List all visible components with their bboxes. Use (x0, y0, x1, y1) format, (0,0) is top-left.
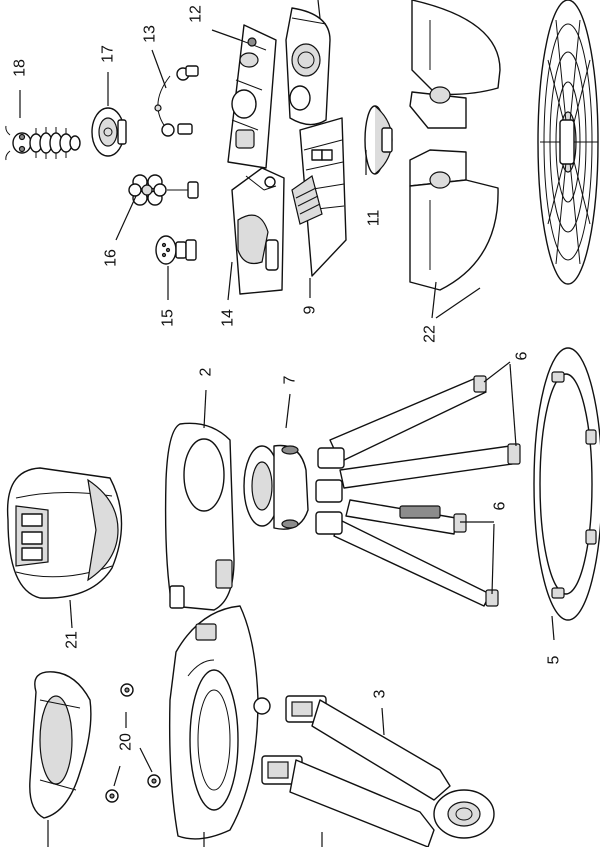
part-tray-shell (168, 605, 271, 840)
callout-7: 7 (282, 375, 299, 384)
callout-18: 18 (12, 59, 29, 77)
part-caterpillar-toy (5, 125, 81, 161)
part-spinner (91, 107, 127, 157)
callout-3: 3 (372, 689, 389, 698)
callout-20: 20 (118, 733, 135, 751)
part-keyboard-tray (291, 117, 347, 277)
part-swivel-hub (243, 444, 309, 530)
part-seat-ring (29, 671, 92, 819)
part-seat-halves (409, 0, 501, 291)
part-ring-tray (285, 7, 331, 126)
callout-17: 17 (100, 45, 117, 63)
callout-5: 5 (546, 655, 563, 664)
leader-lines (19, 0, 555, 847)
callout-14: 14 (220, 309, 237, 327)
part-top-ring-shell (164, 422, 235, 611)
callout-13: 13 (142, 25, 159, 43)
callout-labels: 18 17 13 12 16 15 14 9 11 22 2 7 6 6 5 2… (12, 5, 563, 751)
callout-12: 12 (188, 5, 205, 23)
part-knob-toy (155, 235, 197, 265)
callout-11: 11 (366, 210, 383, 227)
callout-2: 2 (198, 367, 215, 376)
part-bead-arch-toy (154, 65, 199, 137)
part-round-base-top (537, 0, 599, 285)
part-activity-tray-top (227, 24, 277, 169)
part-fabric-seat (6, 467, 123, 599)
callout-9: 9 (302, 305, 319, 314)
callout-16: 16 (103, 249, 120, 267)
part-legs (315, 375, 521, 607)
part-music-tray (231, 167, 285, 295)
part-rear-legs (261, 695, 495, 847)
part-flower-toy (128, 174, 199, 206)
callout-6-upper: 6 (514, 351, 531, 360)
part-cap (364, 105, 393, 175)
callout-15: 15 (160, 309, 177, 327)
callout-21: 21 (64, 631, 81, 649)
part-screws (105, 683, 161, 803)
callout-6-lower: 6 (492, 501, 509, 510)
callout-22: 22 (422, 325, 439, 343)
part-base-ring (533, 347, 600, 621)
